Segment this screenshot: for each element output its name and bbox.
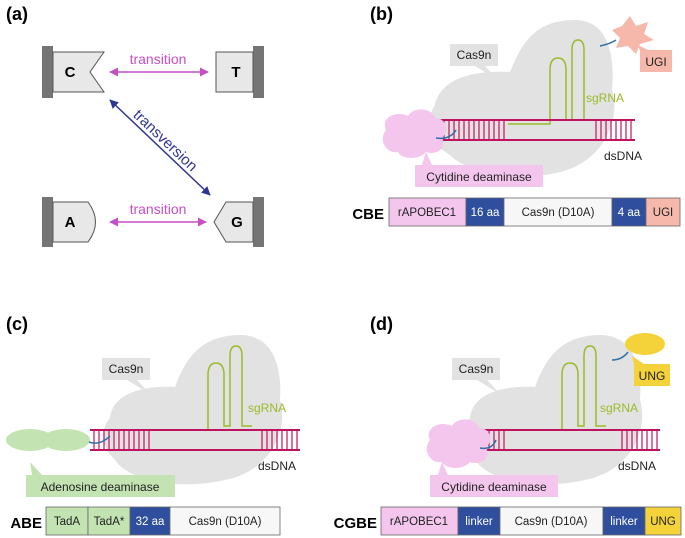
abe-name: ABE xyxy=(10,515,42,532)
panel-b: (b) Cas9n sgRNA dsDNA Cytidine deaminase xyxy=(352,4,681,227)
deaminase-linker xyxy=(435,129,457,140)
cbe-label-3: 4 aa xyxy=(618,207,641,219)
base-a: A xyxy=(42,197,96,247)
cbe-construct: rAPOBEC1 16 aa Cas9n (D10A) 4 aa UGI xyxy=(388,197,681,227)
transition-label-top: transition xyxy=(130,51,187,67)
cytidine-deaminase-blob xyxy=(382,109,447,158)
cbe-label-0: rAPOBEC1 xyxy=(398,207,456,219)
cbe-label-4: UGI xyxy=(653,207,673,219)
cgbe-label-4: UNG xyxy=(650,516,676,528)
cgbe-construct: rAPOBEC1 linker Cas9n (D10A) linker UNG xyxy=(380,506,682,536)
deaminase-label: Cytidine deaminase xyxy=(426,170,532,184)
deaminase-callout xyxy=(26,462,175,497)
cgbe-segment-ung xyxy=(644,506,682,536)
abe-segment-cas9n xyxy=(169,506,281,536)
ugi-label: UGI xyxy=(645,55,666,69)
cas9n-callout xyxy=(452,358,500,394)
adenosine-deaminase-oval-2 xyxy=(42,429,90,451)
base-c: C xyxy=(42,46,105,98)
cas9-body xyxy=(463,335,643,485)
base-g: G xyxy=(213,197,264,247)
cas9n-label: Cas9n xyxy=(457,48,492,62)
cbe-label-1: 16 aa xyxy=(471,207,500,219)
base-a-letter: A xyxy=(65,214,76,231)
panel-c-label: (c) xyxy=(6,314,28,334)
ung-linker xyxy=(611,351,629,361)
abe-construct: TadA TadA* 32 aa Cas9n (D10A) xyxy=(45,506,281,536)
ugi-callout xyxy=(636,44,672,72)
sgrna-label: sgRNA xyxy=(600,401,638,415)
dsdna-duplex xyxy=(90,429,300,451)
cas9n-label: Cas9n xyxy=(109,362,144,376)
panel-c: (c) Cas9n sgRNA dsDNA Adenosine deaminas… xyxy=(6,314,300,536)
cas9n-callout xyxy=(450,44,498,80)
cbe-name: CBE xyxy=(352,206,384,223)
cbe-segment-linker1 xyxy=(465,197,505,227)
ung-label: UNG xyxy=(639,369,666,383)
panel-a-label: (a) xyxy=(6,4,28,24)
cas9-body xyxy=(428,20,615,177)
base-t-letter: T xyxy=(231,64,240,81)
ugi-star xyxy=(612,16,654,54)
dsdna-label: dsDNA xyxy=(604,149,642,163)
abe-label-0: TadA xyxy=(54,516,81,528)
cas9-body xyxy=(103,335,283,485)
transversion-arrow xyxy=(109,99,211,196)
dsdna-label: dsDNA xyxy=(258,459,296,473)
ung-oval xyxy=(625,333,665,355)
cbe-segment-linker2 xyxy=(611,197,647,227)
sgrna-strand xyxy=(156,345,252,431)
abe-label-1: TadA* xyxy=(94,516,125,528)
panel-a: (a) C T A G transition transition xyxy=(6,4,264,247)
cas9n-callout xyxy=(102,358,150,394)
abe-label-3: Cas9n (D10A) xyxy=(189,516,262,528)
adenosine-deaminase-oval-1 xyxy=(6,429,54,451)
abe-segment-tada-star xyxy=(87,506,131,536)
abe-label-2: 32 aa xyxy=(136,516,165,528)
deaminase-linker xyxy=(479,439,497,450)
cgbe-label-0: rAPOBEC1 xyxy=(390,516,448,528)
deaminase-label: Adenosine deaminase xyxy=(41,480,160,494)
cytidine-deaminase-blob xyxy=(426,419,491,468)
cbe-label-2: Cas9n (D10A) xyxy=(522,207,595,219)
dsdna-label: dsDNA xyxy=(618,459,656,473)
deaminase-label: Cytidine deaminase xyxy=(441,480,547,494)
abe-segment-tada xyxy=(45,506,89,536)
base-c-letter: C xyxy=(65,64,76,81)
ugi-linker xyxy=(599,39,617,47)
deaminase-callout xyxy=(430,462,558,497)
panel-d: (d) Cas9n sgRNA dsDNA Cytidine deaminase… xyxy=(334,314,682,536)
sgrna-label: sgRNA xyxy=(248,401,286,415)
deaminase-callout xyxy=(415,152,543,187)
panel-d-label: (d) xyxy=(370,314,393,334)
cgbe-label-1: linker xyxy=(465,516,493,528)
cas9n-label: Cas9n xyxy=(459,362,494,376)
transition-label-bottom: transition xyxy=(130,201,187,217)
sgrna-label: sgRNA xyxy=(586,91,624,105)
cbe-segment-ugi xyxy=(645,197,681,227)
ung-callout xyxy=(632,356,670,386)
cgbe-label-2: Cas9n (D10A) xyxy=(515,516,588,528)
base-g-letter: G xyxy=(231,214,243,231)
cgbe-label-3: linker xyxy=(610,516,638,528)
deaminase-linker xyxy=(88,435,111,444)
transversion-label: transversion xyxy=(130,106,201,175)
panel-b-label: (b) xyxy=(370,4,393,24)
sgrna-strand xyxy=(510,345,606,431)
cgbe-segment-cas9n xyxy=(499,506,604,536)
cgbe-name: CGBE xyxy=(334,515,377,532)
base-t: T xyxy=(215,46,264,98)
cbe-segment-deaminase xyxy=(388,197,467,227)
